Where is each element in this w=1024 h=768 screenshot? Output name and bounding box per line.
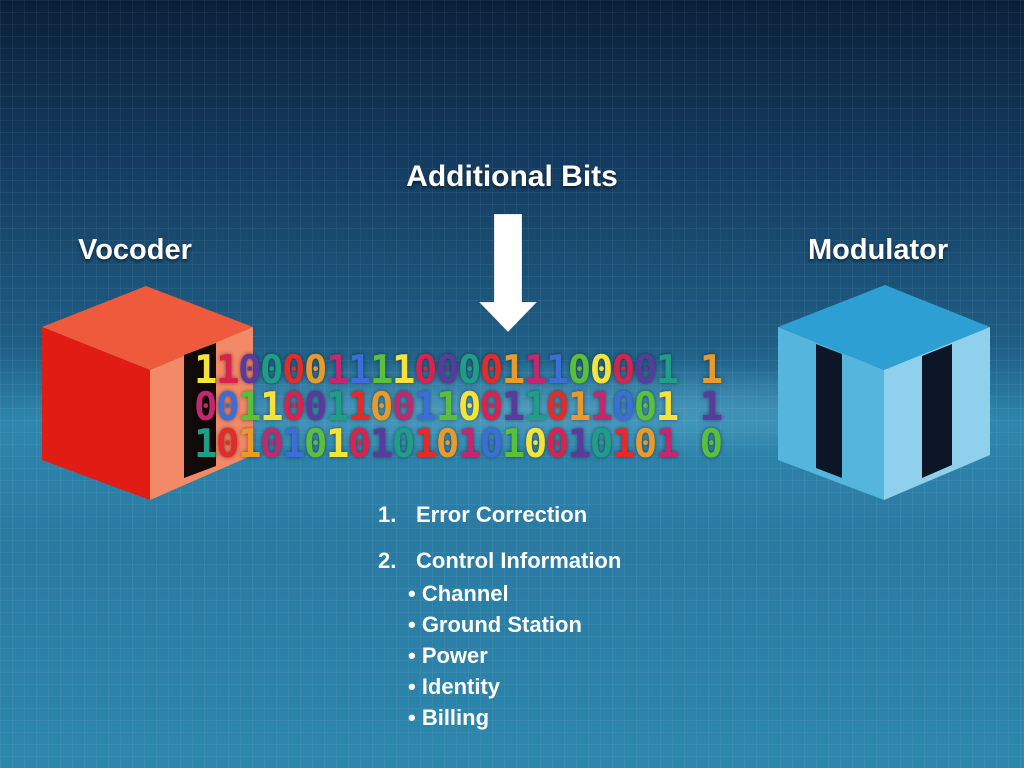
- binary-digit: 0: [435, 348, 459, 393]
- binary-digit: 1: [545, 348, 569, 393]
- binary-digit: 1: [655, 348, 679, 393]
- binary-digit: 1: [523, 348, 547, 393]
- list-text: Control Information: [416, 548, 622, 573]
- binary-digit: 0: [567, 348, 591, 393]
- binary-digit: 0: [633, 385, 657, 430]
- binary-digit: 0: [479, 348, 503, 393]
- binary-digit: 0: [391, 385, 415, 430]
- binary-digit: 1: [237, 422, 261, 467]
- binary-digit: 1: [567, 422, 591, 467]
- binary-digit: 0: [303, 385, 327, 430]
- binary-digit: 1: [501, 385, 525, 430]
- binary-digit: 1: [391, 348, 415, 393]
- sub-item-channel: • Channel: [408, 581, 509, 606]
- binary-digit: 1: [457, 422, 481, 467]
- binary-digit: 0: [479, 385, 503, 430]
- binary-digit: 1: [325, 385, 349, 430]
- binary-digit: 0: [413, 348, 437, 393]
- binary-digit: 1: [325, 348, 349, 393]
- binary-digit: 1: [369, 348, 393, 393]
- binary-digit: 0: [699, 422, 723, 467]
- binary-digit: 1: [589, 385, 613, 430]
- binary-digit: 1: [567, 385, 591, 430]
- binary-digit: 1: [369, 422, 393, 467]
- modulator-cube: [778, 285, 990, 500]
- down-arrow: [477, 213, 539, 333]
- binary-digit: 1: [194, 348, 217, 393]
- binary-row: 1100001111000011100001 1: [194, 351, 723, 390]
- binary-digit: 0: [611, 348, 635, 393]
- binary-digit: 0: [633, 422, 657, 467]
- binary-digit: 0: [303, 348, 327, 393]
- binary-digit: 1: [215, 348, 239, 393]
- binary-digit: 1: [347, 385, 371, 430]
- list-text: Error Correction: [416, 502, 588, 527]
- list-item: 2. Control Information: [378, 538, 621, 584]
- binary-digit: 1: [347, 348, 371, 393]
- binary-digit: 0: [259, 348, 283, 393]
- binary-digit: 1: [655, 385, 679, 430]
- binary-digit: 0: [611, 385, 635, 430]
- binary-digit: 1: [435, 385, 459, 430]
- binary-digit: 0: [303, 422, 327, 467]
- binary-digit: 1: [523, 385, 547, 430]
- sub-item-billing: • Billing: [408, 705, 490, 730]
- binary-digit: 0: [281, 385, 305, 430]
- binary-digit: 0: [215, 385, 239, 430]
- binary-digit: 0: [369, 385, 393, 430]
- binary-digit: 0: [259, 422, 283, 467]
- binary-digit: 0: [633, 348, 657, 393]
- binary-digit: 0: [589, 348, 613, 393]
- binary-digit: 0: [523, 422, 547, 467]
- vocoder-slot: [184, 343, 216, 478]
- binary-digit: 0: [589, 422, 613, 467]
- binary-digit: 0: [194, 385, 217, 430]
- modulator-label: Modulator: [808, 234, 949, 266]
- binary-digit: 0: [479, 422, 503, 467]
- binary-digit: 0: [545, 385, 569, 430]
- binary-digit: 0: [457, 385, 481, 430]
- vocoder-label: Vocoder: [78, 234, 192, 266]
- modulator-slot-left: [816, 344, 842, 478]
- list-number: 1.: [378, 502, 397, 527]
- binary-digit: 0: [457, 348, 481, 393]
- binary-digit: 0: [237, 348, 261, 393]
- binary-digit: 1: [611, 422, 635, 467]
- sub-item-identity: • Identity: [408, 674, 501, 699]
- sub-item-power: • Power: [408, 643, 488, 668]
- binary-row: 1010101010101010010101 0: [194, 425, 723, 464]
- binary-digit: 1: [325, 422, 349, 467]
- binary-digit: 1: [501, 348, 525, 393]
- binary-digit: 1: [699, 348, 723, 393]
- modulator-slot-right: [922, 344, 952, 478]
- binary-digit: 1: [259, 385, 283, 430]
- binary-digit: 0: [391, 422, 415, 467]
- binary-digit: 0: [281, 348, 305, 393]
- binary-digit: 1: [699, 385, 723, 430]
- binary-digit: 1: [413, 385, 437, 430]
- list-item: 1. Error Correction: [378, 492, 621, 538]
- bits-list: 1. Error Correction 2. Control Informati…: [378, 492, 621, 733]
- binary-digit: 1: [237, 385, 261, 430]
- binary-digit: 1: [655, 422, 679, 467]
- binary-digit: 1: [281, 422, 305, 467]
- additional-bits-title: Additional Bits: [406, 160, 618, 193]
- control-info-sublist: • Channel • Ground Station • Power • Ide…: [408, 578, 621, 733]
- binary-digit: 1: [501, 422, 525, 467]
- sub-item-ground-station: • Ground Station: [408, 612, 582, 637]
- binary-row: 0011001100110011011001 1: [194, 388, 723, 427]
- binary-digit: 0: [215, 422, 239, 467]
- binary-digit: 0: [347, 422, 371, 467]
- list-number: 2.: [378, 548, 397, 573]
- binary-digit: 1: [413, 422, 437, 467]
- binary-digit: 0: [545, 422, 569, 467]
- binary-digit: [678, 422, 700, 467]
- binary-digit: 1: [194, 422, 217, 467]
- binary-stream: 1100001111000011100001 1 001100110011001…: [194, 351, 723, 464]
- vocoder-cube: [42, 286, 253, 500]
- binary-digit: 0: [435, 422, 459, 467]
